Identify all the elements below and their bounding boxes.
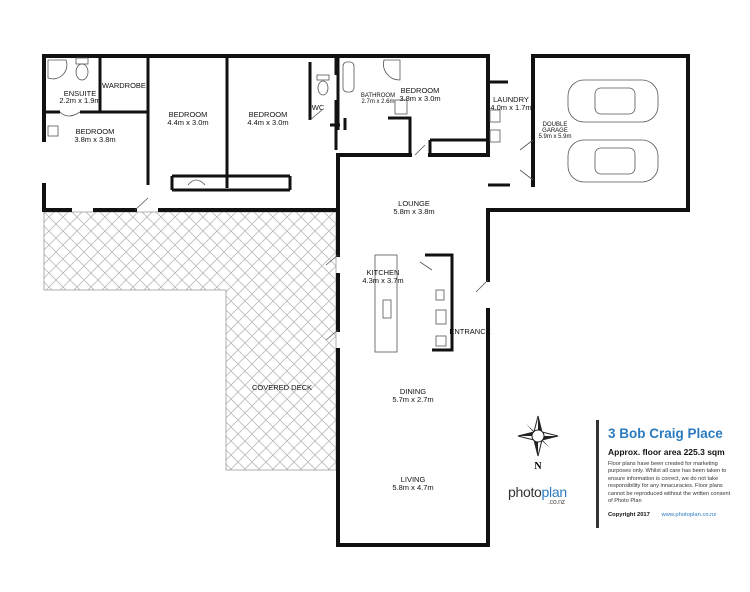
photoplan-logo: photoplan .co.nz bbox=[508, 484, 568, 506]
fixtures bbox=[47, 57, 501, 353]
room-name: GARAGE bbox=[542, 128, 568, 134]
room-size: 2.7m x 2.6m bbox=[361, 99, 394, 105]
room-name: BATHROOM bbox=[361, 93, 395, 99]
room-size: 4.0m x 1.7m bbox=[490, 103, 531, 112]
car-icon bbox=[567, 79, 659, 123]
covered-deck bbox=[43, 211, 337, 471]
room-size: 4.4m x 3.0m bbox=[247, 118, 288, 127]
room-name: KITCHEN bbox=[367, 268, 400, 277]
room-size: 4.4m x 3.0m bbox=[167, 118, 208, 127]
info-panel: 3 Bob Craig Place Approx. floor area 225… bbox=[596, 420, 736, 528]
room-size: 3.8m x 3.0m bbox=[399, 94, 440, 103]
compass-icon bbox=[517, 415, 559, 457]
property-title: 3 Bob Craig Place bbox=[608, 426, 723, 441]
room-name: COVERED DECK bbox=[252, 383, 312, 392]
room-name: DOUBLE bbox=[543, 122, 568, 128]
footer: Copyright 2017 www.photoplan.co.nz bbox=[608, 512, 736, 518]
car-icon bbox=[567, 139, 659, 183]
room-size: 4.3m x 3.7m bbox=[362, 276, 403, 285]
room-size: 5.8m x 3.8m bbox=[393, 207, 434, 216]
logo-part2: plan bbox=[541, 484, 568, 500]
logo-domain: .co.nz bbox=[548, 499, 565, 506]
room-name: LAUNDRY bbox=[493, 95, 529, 104]
logo-part1: photo bbox=[508, 484, 542, 500]
room-size: 5.7m x 2.7m bbox=[392, 395, 433, 404]
room-size: 2.2m x 1.9m bbox=[59, 96, 100, 105]
website-link[interactable]: www.photoplan.co.nz bbox=[661, 512, 717, 519]
floor-area: Approx. floor area 225.3 sqm bbox=[608, 447, 725, 457]
room-name: ENSUITE bbox=[64, 89, 97, 98]
north-label: N bbox=[534, 461, 542, 472]
room-name: ENTRANCE bbox=[449, 327, 490, 336]
room-name: LIVING bbox=[401, 475, 426, 484]
doors bbox=[59, 109, 534, 341]
room-name: LOUNGE bbox=[398, 199, 430, 208]
room-size: 3.8m x 3.8m bbox=[74, 135, 115, 144]
room-name: BEDROOM bbox=[169, 110, 208, 119]
room-name: WARDROBE bbox=[102, 81, 146, 90]
room-size: 5.9m x 5.9m bbox=[538, 134, 571, 140]
room-size: 5.8m x 4.7m bbox=[392, 483, 433, 492]
room-name: WC bbox=[312, 103, 325, 112]
walls bbox=[42, 54, 690, 547]
disclaimer: Floor plans have been created for market… bbox=[608, 461, 731, 505]
copyright: Copyright 2017 bbox=[608, 512, 650, 519]
room-name: BEDROOM bbox=[76, 127, 115, 136]
room-name: BEDROOM bbox=[401, 86, 440, 95]
room-name: DINING bbox=[400, 387, 426, 396]
room-name: BEDROOM bbox=[249, 110, 288, 119]
